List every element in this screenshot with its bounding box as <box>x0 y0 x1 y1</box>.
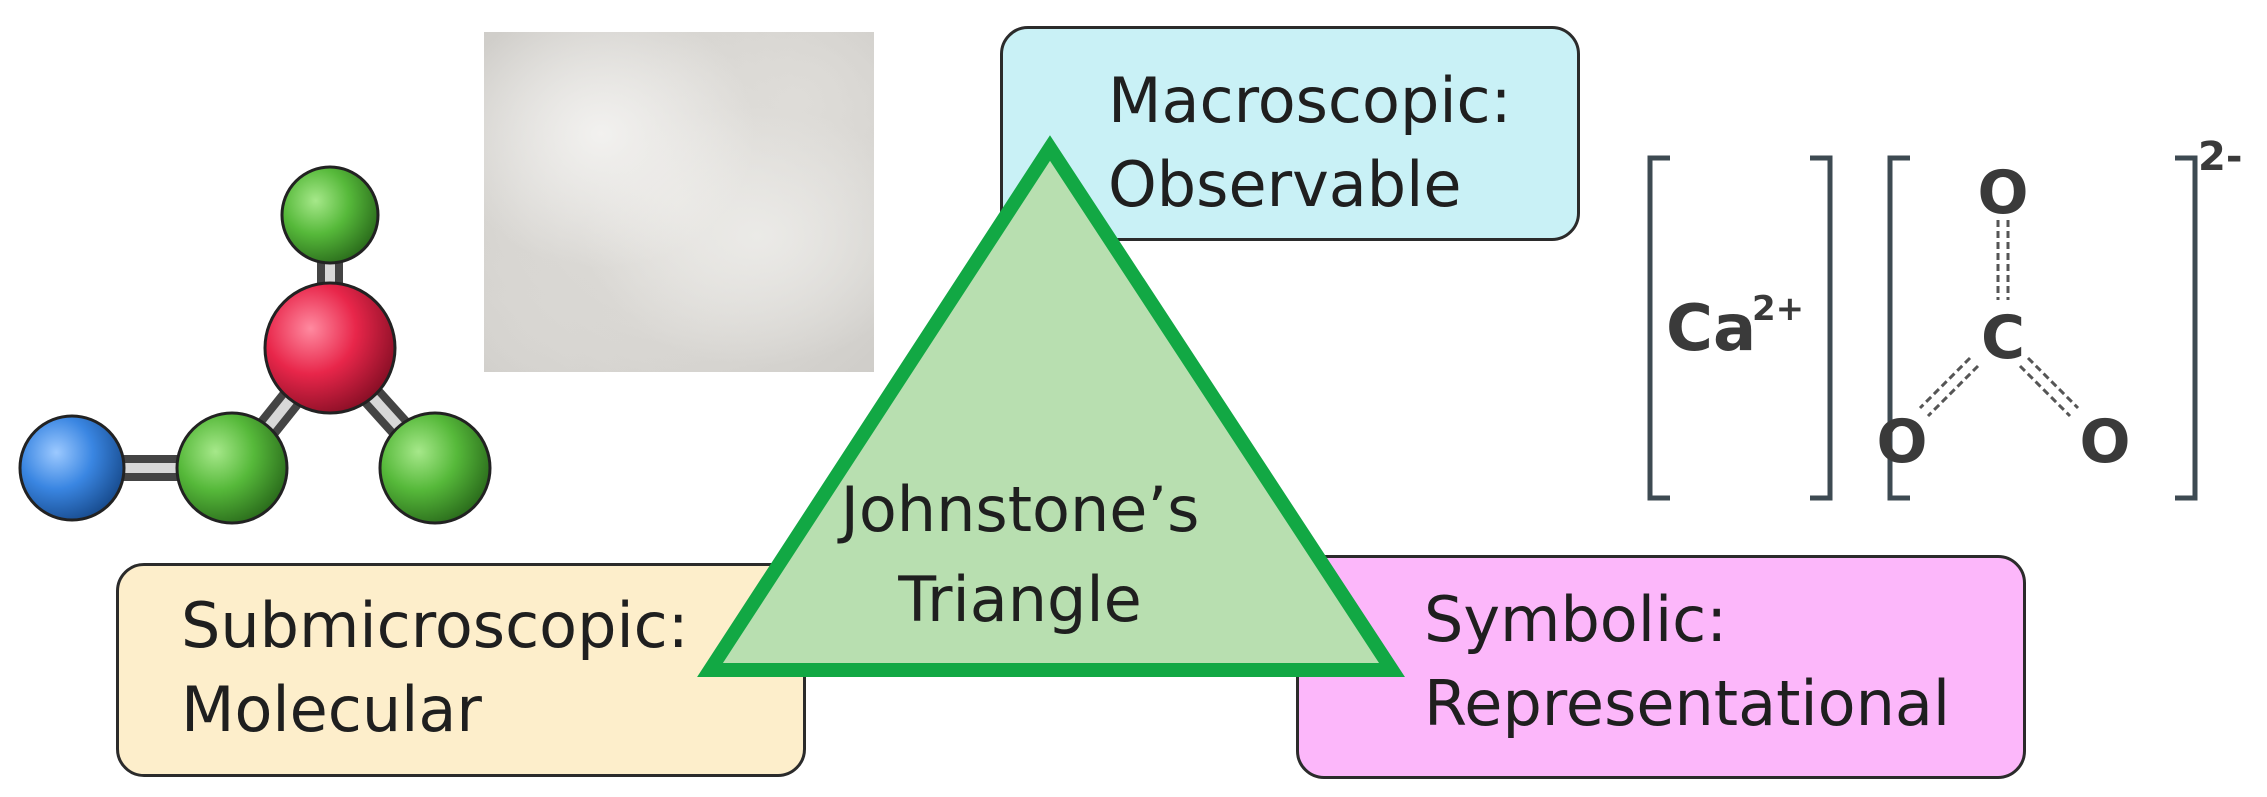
macroscopic-box: Macroscopic: Observable <box>1000 26 1580 241</box>
atom-c-center: C <box>1981 303 2025 373</box>
molecule-model <box>18 165 492 525</box>
atom-blue <box>18 414 126 522</box>
triangle-label-line2: Triangle <box>898 563 1142 636</box>
powder-photo <box>484 32 874 372</box>
cation-symbol: Ca <box>1666 292 1756 366</box>
atom-o-top: O <box>1977 158 2028 228</box>
macroscopic-title: Macroscopic: <box>1108 64 1512 137</box>
triangle-label-line1: Johnstone’s <box>840 473 1200 546</box>
atom-center-red <box>263 281 397 415</box>
atom-right-green <box>378 411 492 525</box>
symbolic-title: Symbolic: <box>1424 583 1728 656</box>
calcium-carbonate-formula: Ca 2+ 2- O C O O <box>1647 134 2242 501</box>
atom-left-green <box>175 411 289 525</box>
double-bonds <box>1918 220 2080 418</box>
atom-top-green <box>280 165 380 265</box>
triangle-shape <box>697 135 1405 677</box>
submicroscopic-title: Submicroscopic: <box>181 589 689 662</box>
atom-o-left: O <box>1876 407 1927 477</box>
anion-brackets <box>1887 155 2198 501</box>
symbolic-box: Symbolic: Representational <box>1296 555 2026 779</box>
cation-charge: 2+ <box>1752 289 1804 329</box>
anion-charge: 2- <box>2198 134 2242 180</box>
cation-brackets <box>1647 155 1833 501</box>
symbolic-subtitle: Representational <box>1424 667 1951 740</box>
atom-o-right: O <box>2079 407 2130 477</box>
submicroscopic-subtitle: Molecular <box>181 673 482 746</box>
macroscopic-subtitle: Observable <box>1108 148 1462 221</box>
